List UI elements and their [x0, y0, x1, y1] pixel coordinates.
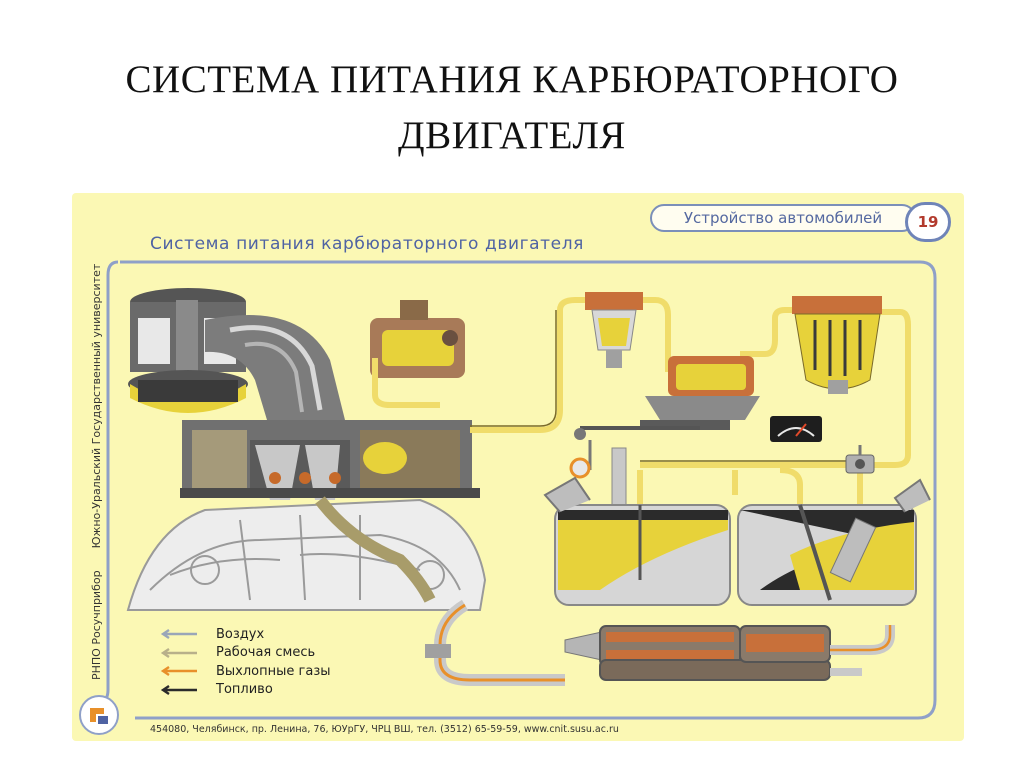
legend-label: Воздух [216, 627, 264, 642]
arrow-left-icon [160, 648, 198, 658]
tank-switch-valve [846, 445, 874, 473]
carburetor [180, 420, 480, 500]
poster-inner-frame-left [108, 262, 118, 690]
intake-elbow [205, 315, 345, 430]
poster-subtitle: Система питания карбюраторного двигателя [150, 234, 584, 254]
arrow-left-icon [160, 629, 198, 639]
poster-header: Устройство автомобилей [650, 204, 916, 232]
arrow-left-icon [160, 685, 198, 695]
legend-item: Выхлопные газы [160, 662, 331, 681]
legend-item: Рабочая смесь [160, 644, 331, 663]
legend-label: Топливо [216, 682, 273, 697]
poster-footer: 454080, Челябинск, пр. Ленина, 76, ЮУрГУ… [150, 724, 619, 735]
exhaust-system [425, 605, 890, 680]
diagram-legend: Воздух Рабочая смесь Выхлопные газы Топл… [160, 625, 331, 699]
legend-label: Рабочая смесь [216, 645, 315, 660]
fuel-filter-fine [792, 296, 882, 394]
legend-item: Воздух [160, 625, 331, 644]
fuel-pump-carburetor [370, 300, 465, 378]
arrow-left-icon [160, 666, 198, 676]
fuel-gauge [770, 416, 822, 442]
side-text-publisher: РНПО Росучприбор [90, 570, 103, 680]
legend-item: Топливо [160, 681, 331, 700]
fuel-filter-sediment [585, 292, 643, 368]
legend-label: Выхлопные газы [216, 664, 331, 679]
side-text-university: Южно-Уральский Государственный университ… [90, 264, 103, 549]
publisher-logo-icon [78, 694, 120, 736]
poster-number: 19 [905, 202, 951, 242]
poster-side-text: РНПО Росучприбор Южно-Уральский Государст… [90, 264, 103, 680]
fuel-tank-right [738, 480, 930, 605]
